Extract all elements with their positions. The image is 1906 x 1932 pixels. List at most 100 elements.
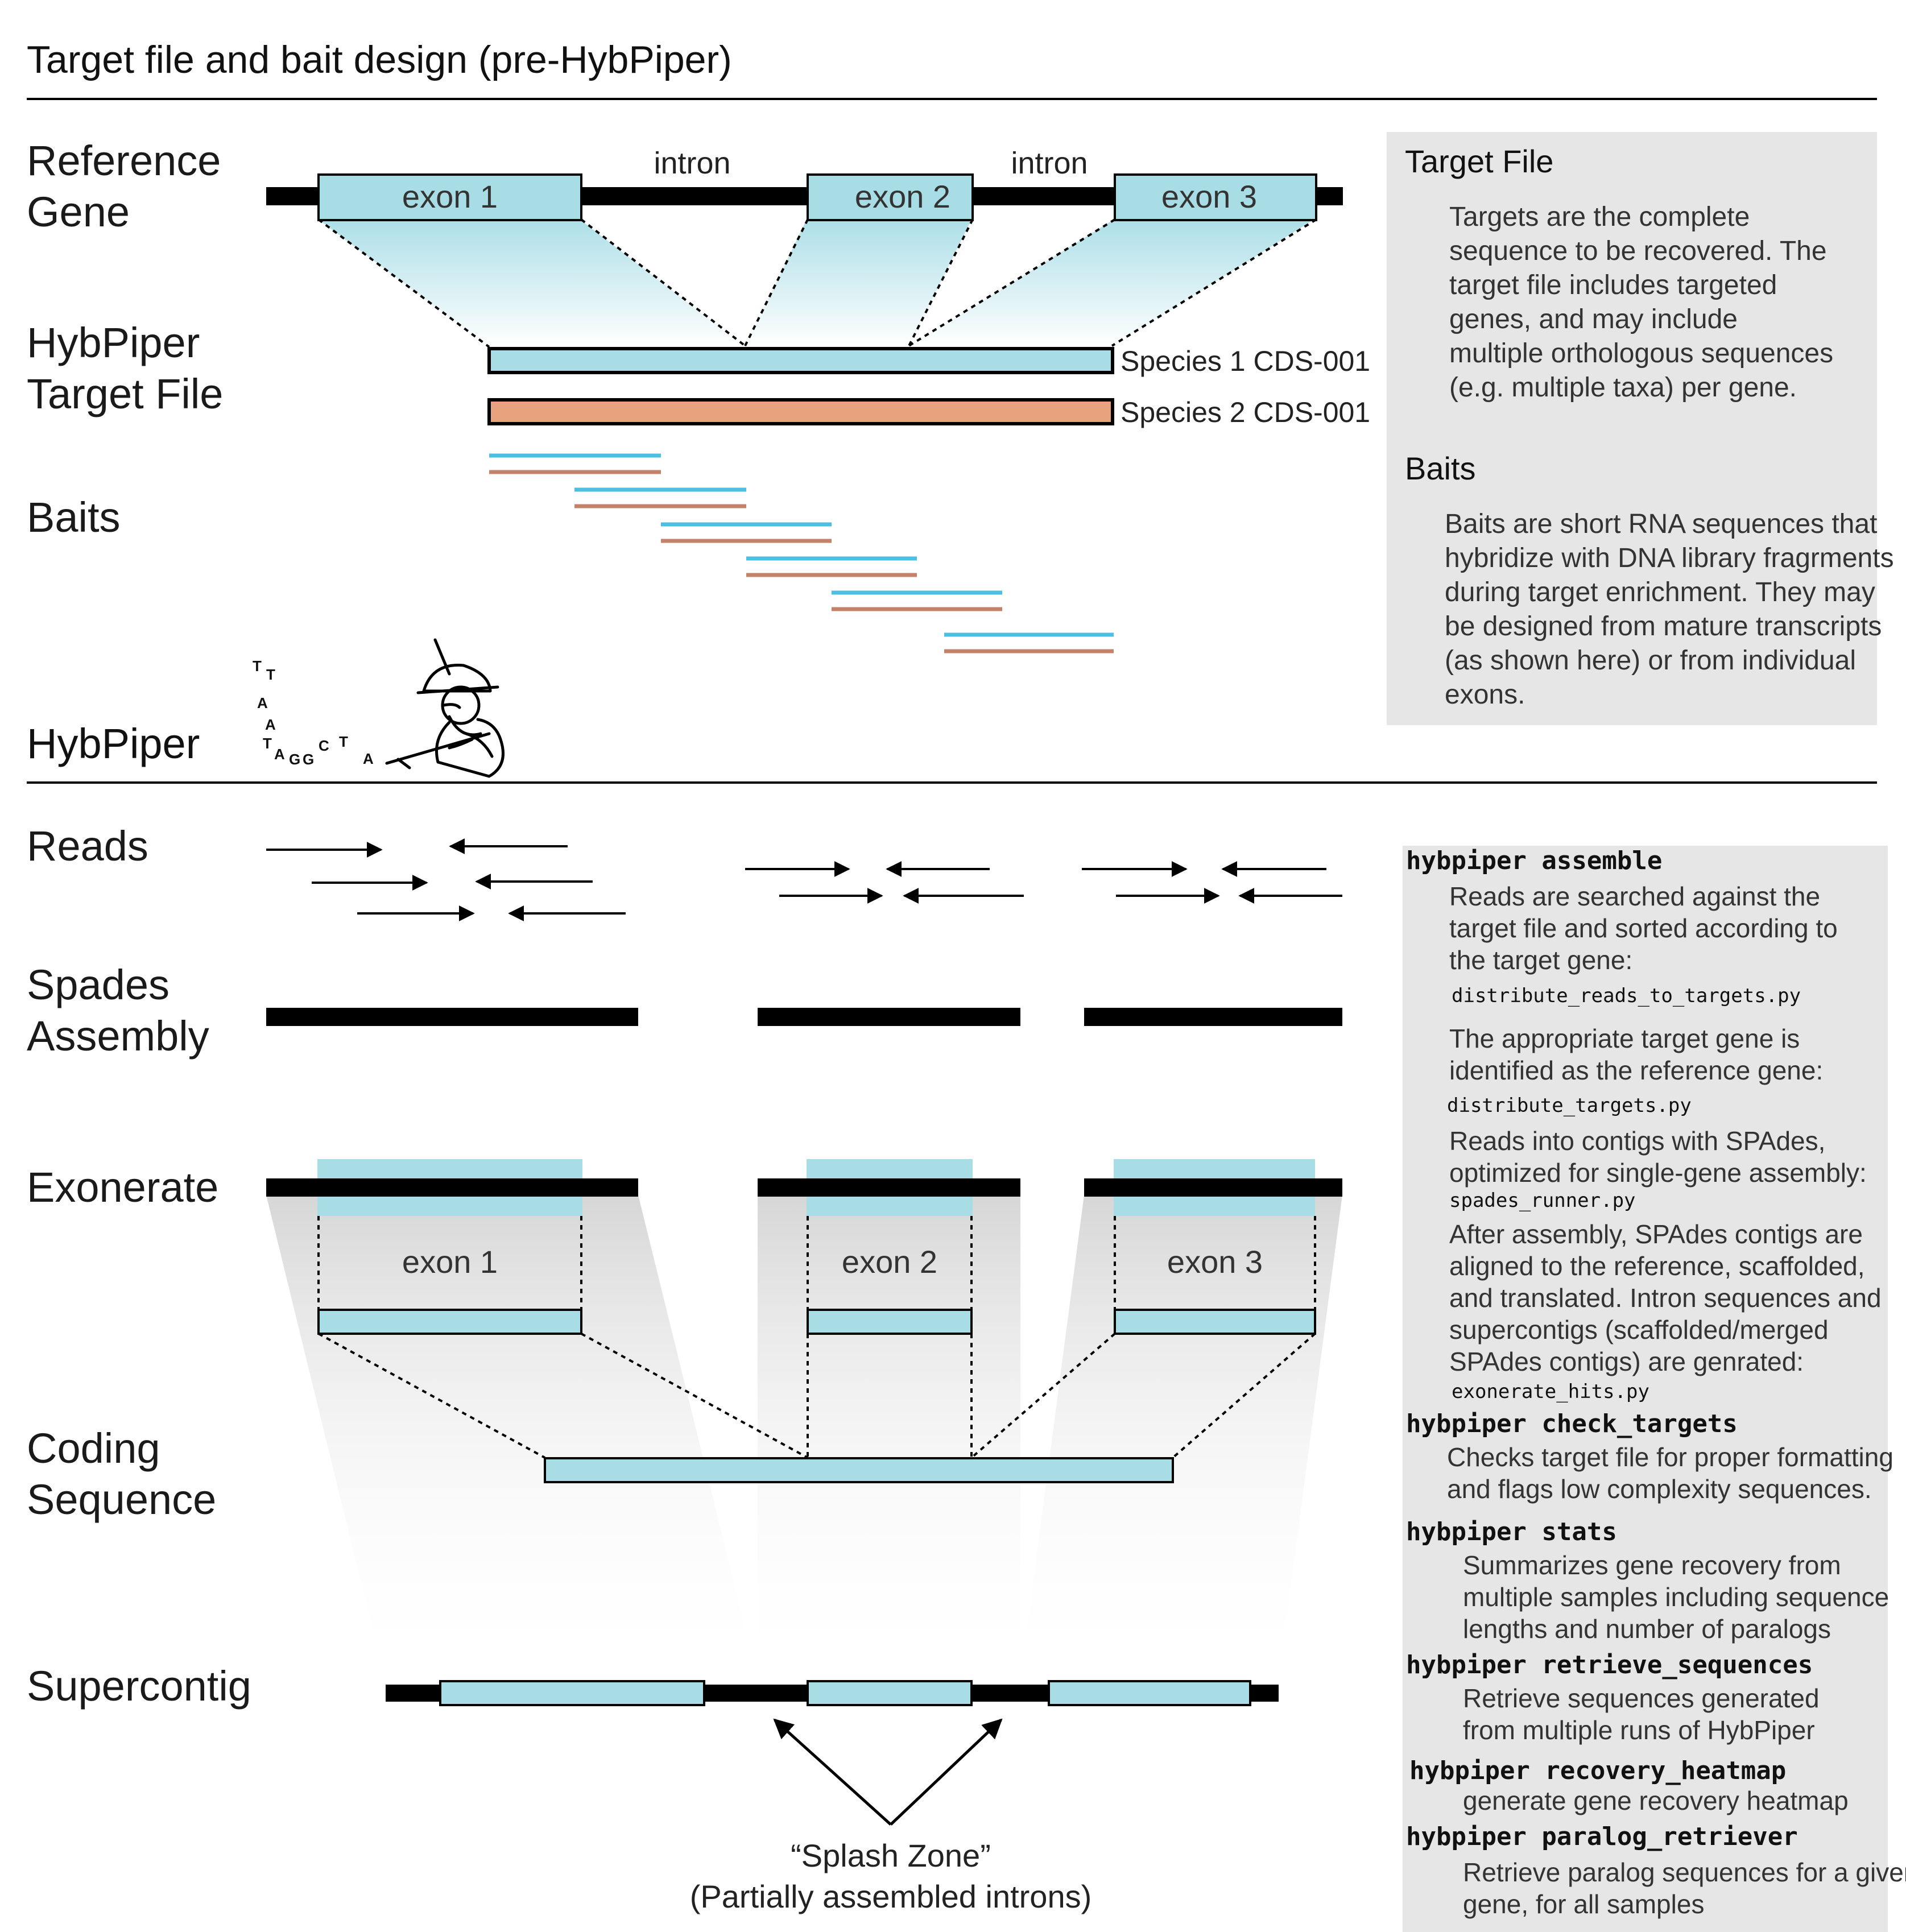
fiddler-sketch-icon — [385, 638, 505, 778]
exonerate-exon-bars — [317, 1309, 1316, 1335]
svg-text:supercontigs (scaffolded/merge: supercontigs (scaffolded/merged — [1449, 1315, 1829, 1344]
script-distribute-targets: distribute_targets.py — [1447, 1094, 1692, 1117]
svg-text:A: A — [274, 746, 285, 763]
svg-text:Retrieve paralog sequences for: Retrieve paralog sequences for a given — [1463, 1857, 1906, 1887]
svg-text:T: T — [339, 733, 348, 750]
svg-text:Baits are short RNA sequences: Baits are short RNA sequences that — [1445, 509, 1877, 539]
row-label-target-file: HybPiper Target File — [27, 319, 223, 417]
svg-text:hybridize with DNA library fra: hybridize with DNA library fragrments — [1445, 543, 1894, 573]
svg-text:be designed from mature transc: be designed from mature transcripts — [1445, 611, 1882, 642]
svg-text:Coding: Coding — [27, 1425, 160, 1472]
splash-zone-arrows — [773, 1718, 1003, 1826]
exonerate-contigs — [266, 1178, 1342, 1197]
coding-projection-lines — [318, 1333, 1316, 1459]
svg-text:genes, and may include: genes, and may include — [1449, 304, 1738, 334]
svg-text:Reads into contigs with SPAdes: Reads into contigs with SPAdes, — [1449, 1126, 1825, 1156]
svg-text:Reference: Reference — [27, 137, 221, 184]
svg-text:exon 2: exon 2 — [855, 179, 950, 214]
ref-exon-2: exon 2 — [807, 173, 974, 221]
svg-text:A: A — [363, 750, 374, 767]
svg-text:exon 1: exon 1 — [402, 179, 498, 214]
svg-text:A: A — [257, 694, 268, 711]
svg-text:the target gene:: the target gene: — [1449, 945, 1632, 975]
row-label-reference-gene: Reference Gene — [27, 137, 221, 235]
svg-text:Summarizes gene recovery from: Summarizes gene recovery from — [1463, 1550, 1841, 1580]
svg-text:T: T — [263, 735, 272, 752]
row-label-reads: Reads — [27, 822, 148, 870]
svg-text:Spades: Spades — [27, 961, 169, 1008]
svg-text:Targets are the complete: Targets are the complete — [1449, 202, 1750, 232]
exon3-projection — [909, 220, 1314, 347]
exon1-projection — [319, 220, 745, 347]
bait-design-title: Target file and bait design (pre-HybPipe… — [27, 38, 732, 81]
svg-text:gene, for all samples: gene, for all samples — [1463, 1889, 1704, 1919]
ref-exon-1: exon 1 — [317, 173, 582, 221]
svg-text:T: T — [266, 666, 275, 683]
script-spades-runner: spades_runner.py — [1449, 1189, 1636, 1212]
panel-heading-target-file: Target File — [1405, 143, 1553, 179]
intron-label-2: intron — [1011, 146, 1088, 180]
panel-heading-baits: Baits — [1405, 450, 1476, 486]
svg-text:multiple samples including seq: multiple samples including sequence — [1463, 1582, 1889, 1612]
svg-text:Target File: Target File — [27, 370, 223, 417]
spades-contigs — [266, 1008, 1342, 1026]
row-label-exonerate: Exonerate — [27, 1164, 218, 1211]
svg-text:Gene: Gene — [27, 188, 130, 235]
svg-text:After assembly, SPAdes contigs: After assembly, SPAdes contigs are — [1449, 1219, 1863, 1249]
svg-text:generate gene recovery heatmap: generate gene recovery heatmap — [1463, 1786, 1849, 1815]
species2-target-bar — [487, 398, 1114, 425]
exonerate-dotted-lines — [317, 1216, 1316, 1309]
target-file-description: Targets are the complete sequence to be … — [1449, 202, 1833, 403]
dna-letters: T T A A T A G G C T A — [253, 657, 374, 768]
row-label-baits: Baits — [27, 494, 121, 541]
svg-text:G: G — [289, 751, 300, 768]
svg-text:exon 3: exon 3 — [1161, 179, 1257, 214]
reference-projection-lines — [317, 218, 1317, 348]
coding-sequence-bar — [544, 1457, 1174, 1483]
cmd-paralog-retriever: hybpiper paralog_retriever — [1406, 1822, 1798, 1851]
species2-label: Species 2 CDS-001 — [1121, 396, 1370, 428]
svg-text:C: C — [319, 737, 329, 754]
svg-text:SPAdes contigs) are genrated:: SPAdes contigs) are genrated: — [1449, 1347, 1804, 1376]
script-exonerate-hits: exonerate_hits.py — [1452, 1380, 1649, 1403]
svg-text:exons.: exons. — [1445, 680, 1525, 710]
svg-text:Reads are searched against the: Reads are searched against the — [1449, 882, 1820, 911]
svg-text:target file and sorted accordi: target file and sorted according to — [1449, 913, 1838, 943]
exonerate-exon3-label: exon 3 — [1167, 1244, 1263, 1280]
hybpiper-title: HybPiper — [27, 720, 200, 767]
baits-tiling — [489, 453, 1114, 653]
exon2-projection — [745, 220, 971, 347]
intron-label-1: intron — [654, 146, 730, 180]
target-baits-panel — [1387, 132, 1877, 725]
spades-contig-2 — [758, 1008, 1020, 1026]
svg-text:multiple orthologous sequences: multiple orthologous sequences — [1449, 338, 1833, 369]
svg-text:target file includes targeted: target file includes targeted — [1449, 270, 1777, 300]
species1-label: Species 1 CDS-001 — [1121, 345, 1370, 377]
svg-text:Assembly: Assembly — [27, 1012, 209, 1060]
paralog-retriever-description: Retrieve paralog sequences for a given g… — [1463, 1857, 1906, 1919]
svg-text:Sequence: Sequence — [27, 1476, 216, 1523]
cmd-recovery-heatmap: hybpiper recovery_heatmap — [1409, 1756, 1786, 1785]
recovery-heatmap-description: generate gene recovery heatmap — [1463, 1786, 1849, 1815]
svg-text:G: G — [303, 751, 314, 768]
svg-text:Checks target file for proper: Checks target file for proper formatting — [1447, 1442, 1893, 1472]
cmd-stats: hybpiper stats — [1406, 1517, 1617, 1546]
check-targets-description: Checks target file for proper formatting… — [1447, 1442, 1893, 1504]
species1-target-bar — [487, 347, 1114, 374]
svg-text:optimized for single-gene asse: optimized for single-gene assembly: — [1449, 1158, 1867, 1188]
ref-exon-3: exon 3 — [1114, 173, 1317, 221]
splash-zone-subtitle: (Partially assembled introns) — [690, 1879, 1091, 1914]
script-distribute-reads: distribute_reads_to_targets.py — [1452, 984, 1801, 1007]
svg-text:identified as the reference ge: identified as the reference gene: — [1449, 1056, 1823, 1085]
row-label-spades: Spades Assembly — [27, 961, 209, 1060]
svg-text:sequence to be recovered. The: sequence to be recovered. The — [1449, 236, 1827, 266]
svg-text:from multiple runs of HybPiper: from multiple runs of HybPiper — [1463, 1715, 1815, 1745]
contig1-projection — [266, 1195, 758, 1679]
row-label-supercontig: Supercontig — [27, 1662, 251, 1710]
exonerate-exon1-label: exon 1 — [402, 1244, 498, 1280]
svg-text:T: T — [253, 657, 262, 675]
cmd-retrieve-sequences: hybpiper retrieve_sequences — [1406, 1650, 1813, 1679]
svg-text:A: A — [265, 716, 276, 733]
spades-contig-1 — [266, 1008, 638, 1026]
